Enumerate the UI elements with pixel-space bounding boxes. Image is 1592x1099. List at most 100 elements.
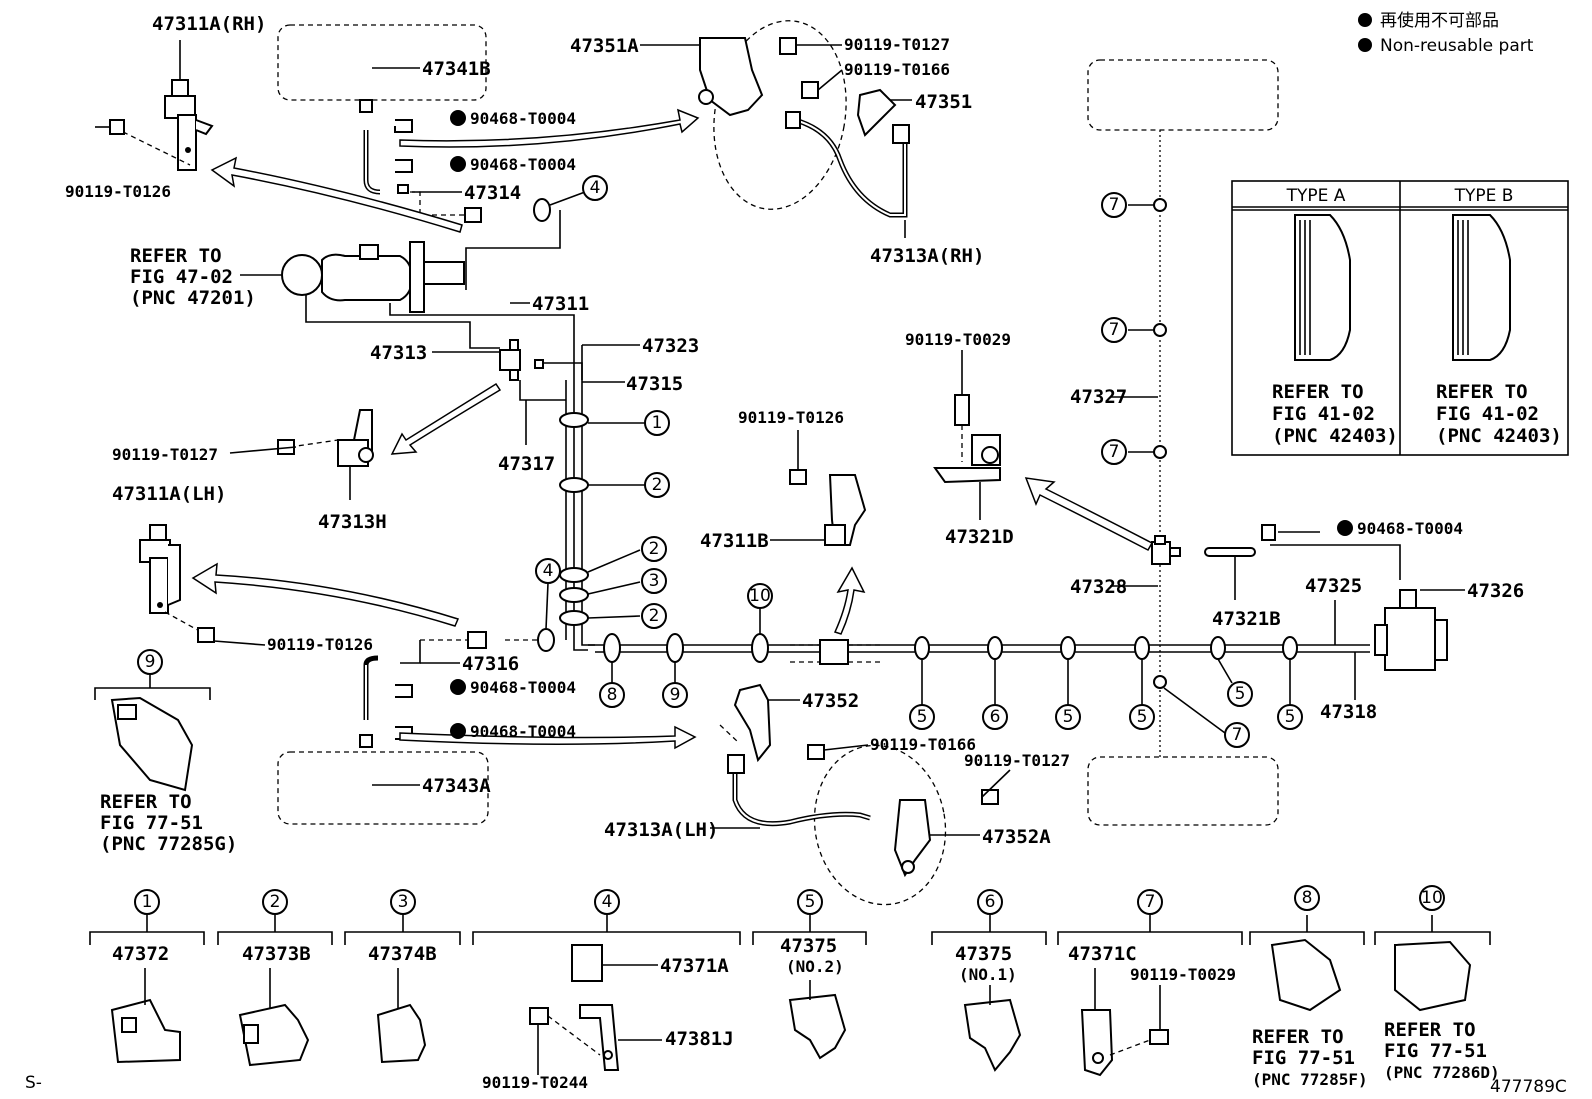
label-90468-T0004-4: 90468-T0004 (470, 722, 576, 741)
hose-47313A-lh (727, 754, 999, 878)
svg-text:6: 6 (990, 707, 1001, 727)
svg-text:4: 4 (590, 178, 601, 198)
label-47316: 47316 (462, 653, 519, 675)
svg-text:5: 5 (1063, 707, 1074, 727)
callout-2-on-line (644, 472, 670, 498)
valve-47311A-lh (139, 524, 215, 643)
svg-text:9: 9 (145, 652, 156, 672)
corner-left-mark: S- (25, 1073, 42, 1093)
label-47313H: 47313H (318, 511, 387, 533)
label-47328: 47328 (1070, 576, 1127, 598)
label-90119-T0166-2: 90119-T0166 (870, 735, 976, 754)
refer-master-1: REFER TO (130, 245, 222, 267)
label-47381J: 47381J (665, 1028, 734, 1050)
flow-arrows (191, 108, 1154, 750)
svg-text:8: 8 (607, 685, 618, 705)
svg-text:4: 4 (602, 892, 613, 912)
clips-7-points (1153, 198, 1167, 689)
refer-9-1: REFER TO (100, 791, 192, 813)
svg-text:5: 5 (805, 892, 816, 912)
svg-text:7: 7 (1109, 442, 1120, 462)
body-area-bottom-right (1087, 756, 1279, 826)
svg-text:1: 1 (142, 892, 153, 912)
valve-47311A-rh (95, 79, 214, 171)
label-47323: 47323 (642, 335, 699, 357)
label-47325: 47325 (1305, 575, 1362, 597)
label-47311: 47311 (532, 293, 589, 315)
svg-text:9: 9 (670, 685, 681, 705)
clip-47371A-47381J (529, 944, 662, 1075)
svg-text:2: 2 (649, 606, 660, 626)
non-reusable-mark (1337, 520, 1353, 536)
label-47321B: 47321B (1212, 608, 1281, 630)
label-47313A-rh: 47313A(RH) (870, 245, 984, 267)
label-90119-T0126-2: 90119-T0126 (267, 635, 373, 654)
svg-text:6: 6 (985, 892, 996, 912)
refer-10-1: REFER TO (1384, 1019, 1476, 1041)
clip-10 (1394, 940, 1472, 1012)
label-47313: 47313 (370, 342, 427, 364)
label-47371A: 47371A (660, 955, 729, 977)
bracket-47352 (719, 683, 825, 763)
legend-line-ja: 再使用不可部品 (1380, 10, 1499, 31)
non-reusable-mark (450, 110, 466, 126)
body-area-bottom-left (277, 751, 489, 825)
non-reusable-mark (450, 679, 466, 695)
label-47313A-lh: 47313A(LH) (604, 819, 718, 841)
tee-47313 (499, 339, 544, 381)
svg-text:5: 5 (1235, 684, 1246, 704)
svg-text:4: 4 (543, 561, 554, 581)
refer-10-2: FIG 77-51 (1384, 1040, 1487, 1062)
refer-8-1: REFER TO (1252, 1026, 1344, 1048)
label-47311A-lh: 47311A(LH) (112, 483, 226, 505)
label-47315: 47315 (626, 373, 683, 395)
label-90119-T0029-1: 90119-T0029 (905, 330, 1011, 349)
svg-text:7: 7 (1145, 892, 1156, 912)
clip-9 (110, 696, 194, 792)
refer-9-3: (PNC 77285G) (100, 833, 237, 855)
type-a-title: TYPE A (1286, 186, 1346, 206)
joint-47311-brackets (790, 639, 880, 665)
label-47371C: 47371C (1068, 943, 1137, 965)
type-b-refer-3: (PNC 42403) (1436, 425, 1562, 447)
bracket-47321D (933, 394, 1001, 484)
svg-text:2: 2 (652, 475, 663, 495)
non-reusable-mark (450, 723, 466, 739)
svg-text:10: 10 (1421, 888, 1443, 908)
refer-master-2: FIG 47-02 (130, 266, 233, 288)
label-47375-no2: 47375 (780, 935, 837, 957)
pipe-47321B (1204, 547, 1256, 557)
svg-text:7: 7 (1232, 725, 1243, 745)
type-box: TYPE A TYPE B REFER TO FIG 41-02 (PNC 42… (1231, 180, 1569, 456)
clip-47372 (110, 968, 181, 1064)
label-47352A: 47352A (982, 826, 1051, 848)
body-area-top-right (1087, 59, 1279, 131)
flex-hose-47326 (1374, 589, 1448, 671)
svg-text:2: 2 (649, 539, 660, 559)
clip-legend-row: 1 2 3 4 5 6 7 8 10 47372 47373B 47374B 4… (89, 674, 1500, 1092)
legend: 再使用不可部品 Non-reusable part (1358, 10, 1534, 56)
hose-47316 (359, 631, 487, 748)
type-b-refer-2: FIG 41-02 (1436, 403, 1539, 425)
label-90468-T0004-2: 90468-T0004 (470, 155, 576, 174)
svg-text:1: 1 (652, 413, 663, 433)
line-clips (533, 198, 1298, 663)
label-47373B: 47373B (242, 943, 311, 965)
label-90119-T0127-3: 90119-T0127 (964, 751, 1070, 770)
label-47341B: 47341B (422, 58, 491, 80)
legend-line-en: Non-reusable part (1380, 36, 1534, 56)
body-area-top-left (277, 24, 487, 101)
svg-text:5: 5 (917, 707, 928, 727)
bracket-47351A (698, 37, 819, 117)
refer-8-2: FIG 77-51 (1252, 1047, 1355, 1069)
label-47311A-rh: 47311A(RH) (152, 13, 266, 35)
master-cylinder (240, 241, 465, 313)
type-a-refer-2: FIG 41-02 (1272, 403, 1375, 425)
label-90119-T0244: 90119-T0244 (482, 1073, 588, 1092)
label-47372: 47372 (112, 943, 169, 965)
svg-text:2: 2 (270, 892, 281, 912)
clip-47374B (376, 968, 427, 1064)
label-90468-T0004-1: 90468-T0004 (470, 109, 576, 128)
label-47327: 47327 (1070, 386, 1127, 408)
valve-47311B (789, 469, 867, 546)
